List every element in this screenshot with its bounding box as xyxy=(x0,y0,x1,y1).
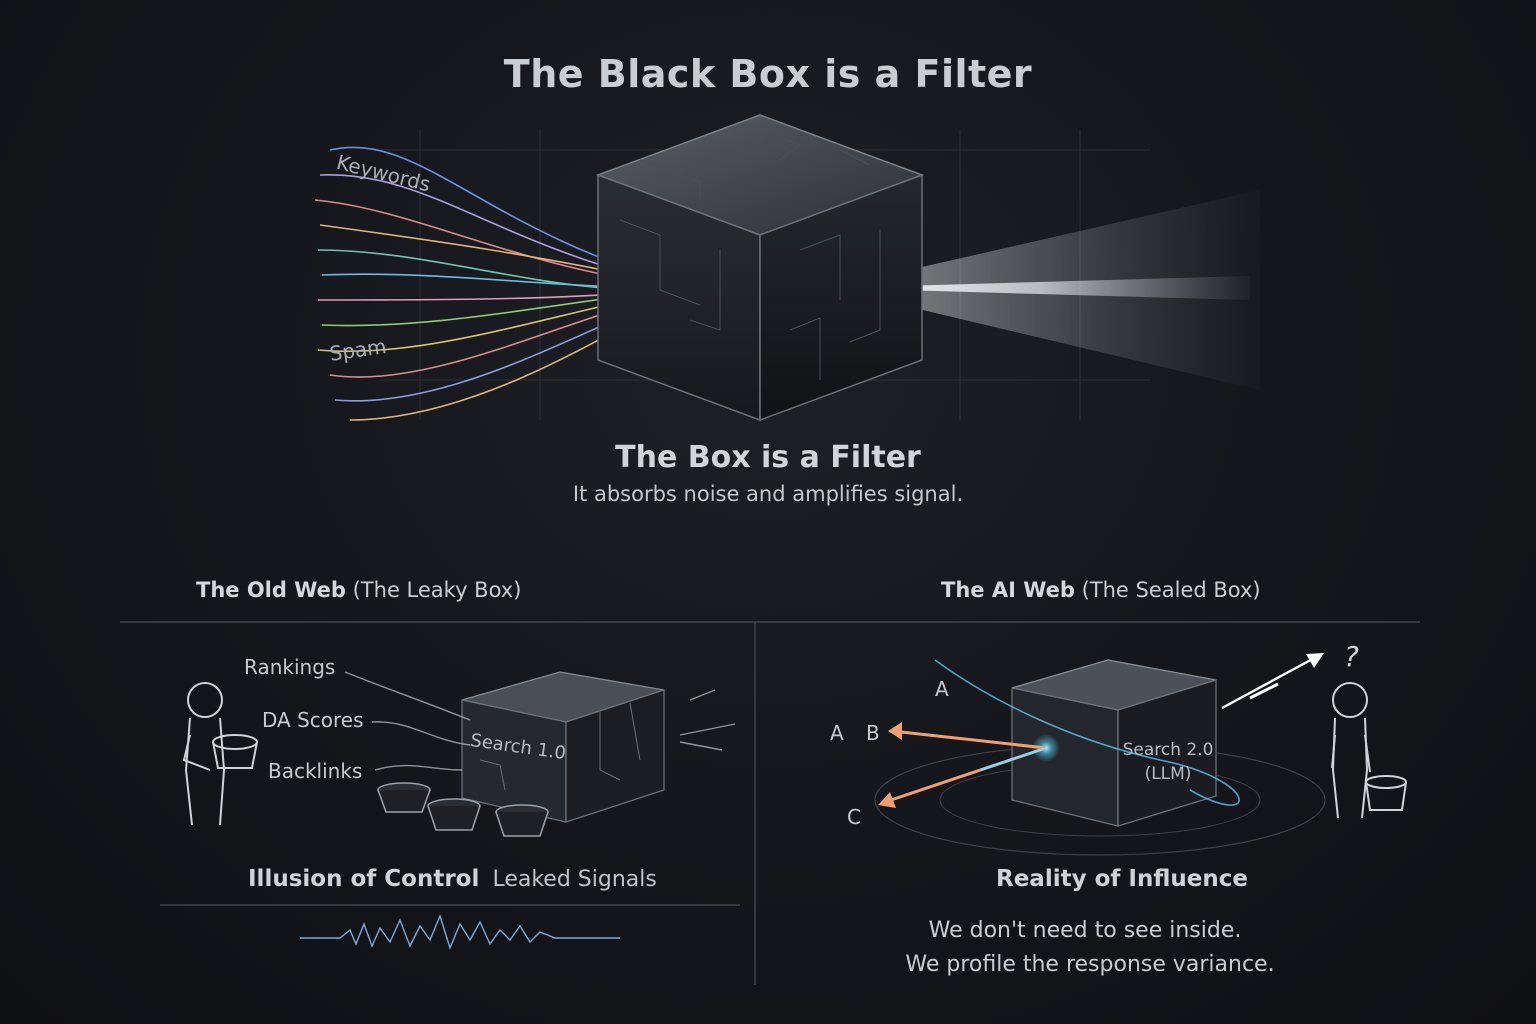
response-letter-a-top: A xyxy=(935,677,949,701)
old-web-heading-bold: The Old Web xyxy=(196,578,346,602)
response-arrows xyxy=(878,653,1324,808)
old-web-heading: The Old Web (The Leaky Box) xyxy=(196,578,521,602)
question-mark: ? xyxy=(1344,640,1359,673)
ai-web-heading-bold: The AI Web xyxy=(941,578,1075,602)
label-backlinks: Backlinks xyxy=(268,759,363,783)
leak-bowls xyxy=(377,782,549,837)
label-da-scores: DA Scores xyxy=(262,708,364,732)
sealed-box-label-line1: Search 2.0 xyxy=(1122,740,1214,760)
panel-dividers xyxy=(120,621,1420,985)
ai-web-caption: Reality of Influence xyxy=(996,866,1248,892)
old-web-caption-bold: Illusion of Control xyxy=(248,866,480,892)
leaky-box xyxy=(461,671,665,823)
sealed-box-label: Search 2.0 (LLM) xyxy=(1120,738,1216,786)
hero-caption-title: The Box is a Filter xyxy=(615,440,921,475)
sealed-box-group xyxy=(874,659,1326,856)
page-title: The Black Box is a Filter xyxy=(503,52,1033,96)
old-web-caption-rest: Leaked Signals xyxy=(492,867,657,892)
closing-line-2: We profile the response variance. xyxy=(905,952,1275,977)
ai-web-heading-rest: (The Sealed Box) xyxy=(1081,578,1261,602)
leak-lines xyxy=(344,671,736,771)
signal-beam xyxy=(830,190,1260,390)
response-letter-b: B xyxy=(866,721,880,745)
label-rankings: Rankings xyxy=(244,655,336,679)
hero-black-box xyxy=(595,114,925,422)
old-web-figure xyxy=(182,682,258,826)
old-web-caption: Illusion of Control Leaked Signals xyxy=(248,866,657,892)
response-letter-a: A xyxy=(830,721,844,745)
hero-caption-text: It absorbs noise and amplifies signal. xyxy=(572,482,964,506)
ai-web-figure xyxy=(1331,682,1407,819)
ai-web-heading: The AI Web (The Sealed Box) xyxy=(941,578,1261,602)
response-letter-c: C xyxy=(847,805,861,829)
closing-line-1: We don't need to see inside. xyxy=(928,918,1242,943)
sealed-box-label-line2: (LLM) xyxy=(1144,764,1192,784)
leaked-signal-waveform xyxy=(300,913,620,951)
old-web-heading-rest: (The Leaky Box) xyxy=(352,578,522,602)
